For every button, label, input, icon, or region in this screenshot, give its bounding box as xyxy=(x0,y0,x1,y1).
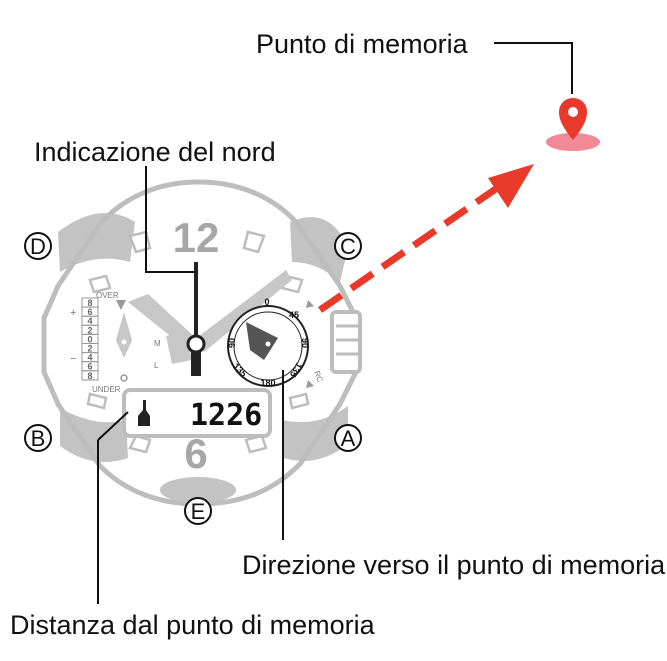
svg-text:C: C xyxy=(340,234,356,259)
under-label: UNDER xyxy=(92,385,121,394)
direction-arrowhead xyxy=(488,164,534,208)
button-d-shape xyxy=(58,213,135,272)
scale-value: 2 xyxy=(87,325,92,335)
watch-case xyxy=(41,179,362,507)
subdial-90b: 90 xyxy=(227,338,237,348)
subdial-pivot xyxy=(265,341,271,347)
crown xyxy=(330,310,362,374)
button-b: B xyxy=(24,424,52,452)
button-d: D xyxy=(24,232,52,260)
scale-triangle xyxy=(116,300,126,310)
button-e-shape xyxy=(160,477,236,503)
label-distance-from-memory-point: Distanza dal punto di memoria xyxy=(10,610,376,640)
m-label: M xyxy=(154,339,161,348)
scale-value: 8 xyxy=(87,298,92,308)
rc-label: RC xyxy=(312,370,324,384)
subdial-90a: 90 xyxy=(300,338,310,348)
button-a: A xyxy=(334,424,362,452)
subdial-45a: 45 xyxy=(289,310,299,320)
scale-cell xyxy=(81,370,99,381)
svg-text:D: D xyxy=(30,234,46,259)
lcd-display: 1226 xyxy=(122,388,272,438)
minute-hand xyxy=(194,270,292,352)
memory-point-pin-icon xyxy=(546,98,600,151)
numeral-six: 6 xyxy=(184,430,207,477)
leader-lines xyxy=(97,42,573,604)
left-pointer xyxy=(116,312,132,358)
second-hand-tail xyxy=(191,346,201,376)
over-label: OVER xyxy=(96,291,119,300)
scale-value: 4 xyxy=(87,353,92,363)
main-hands xyxy=(128,262,292,376)
subdial-0: 0 xyxy=(264,297,269,307)
l-label: L xyxy=(154,361,159,370)
minus-label: − xyxy=(70,353,76,365)
left-pointer-pivot xyxy=(121,339,127,345)
subdial-triangle-up xyxy=(306,300,314,308)
label-memory-point: Punto di memoria xyxy=(256,29,469,59)
lcd-distance-value: 1226 xyxy=(190,398,262,433)
leader-north xyxy=(145,166,196,273)
button-markers: D C B A E xyxy=(24,232,362,525)
leader-distance-top xyxy=(97,411,129,441)
subdial-180: 180 xyxy=(260,378,275,388)
scale-value: 8 xyxy=(87,371,92,381)
scale-value: 0 xyxy=(87,334,92,344)
svg-text:A: A xyxy=(341,426,356,451)
scale-value: 2 xyxy=(87,344,92,354)
scale-value: 4 xyxy=(87,316,92,326)
direction-arrow xyxy=(318,164,534,313)
center-pivot xyxy=(186,334,206,354)
case-outline xyxy=(41,179,359,507)
label-direction-to-memory-point: Direzione verso il punto di memoria xyxy=(242,550,666,580)
small-dot xyxy=(120,374,128,382)
subdial-pointer xyxy=(246,322,278,360)
svg-text:B: B xyxy=(31,426,46,451)
hand-base xyxy=(166,332,192,364)
subdial: 0 45 90 135 180 135 90 RC xyxy=(227,297,325,388)
leader-memory-point xyxy=(494,42,573,94)
button-e: E xyxy=(184,497,212,525)
subdial-triangle-down xyxy=(306,380,314,388)
scale-value: 6 xyxy=(87,362,92,372)
button-b-shape xyxy=(60,408,128,462)
svg-text:E: E xyxy=(191,499,206,524)
plus-label: + xyxy=(70,307,76,319)
label-north-indication: Indicazione del nord xyxy=(34,137,276,167)
north-arrow-segment-icon xyxy=(138,400,150,426)
numeral-twelve: 12 xyxy=(173,214,220,261)
scale-value: 6 xyxy=(87,307,92,317)
button-c: C xyxy=(334,232,362,260)
